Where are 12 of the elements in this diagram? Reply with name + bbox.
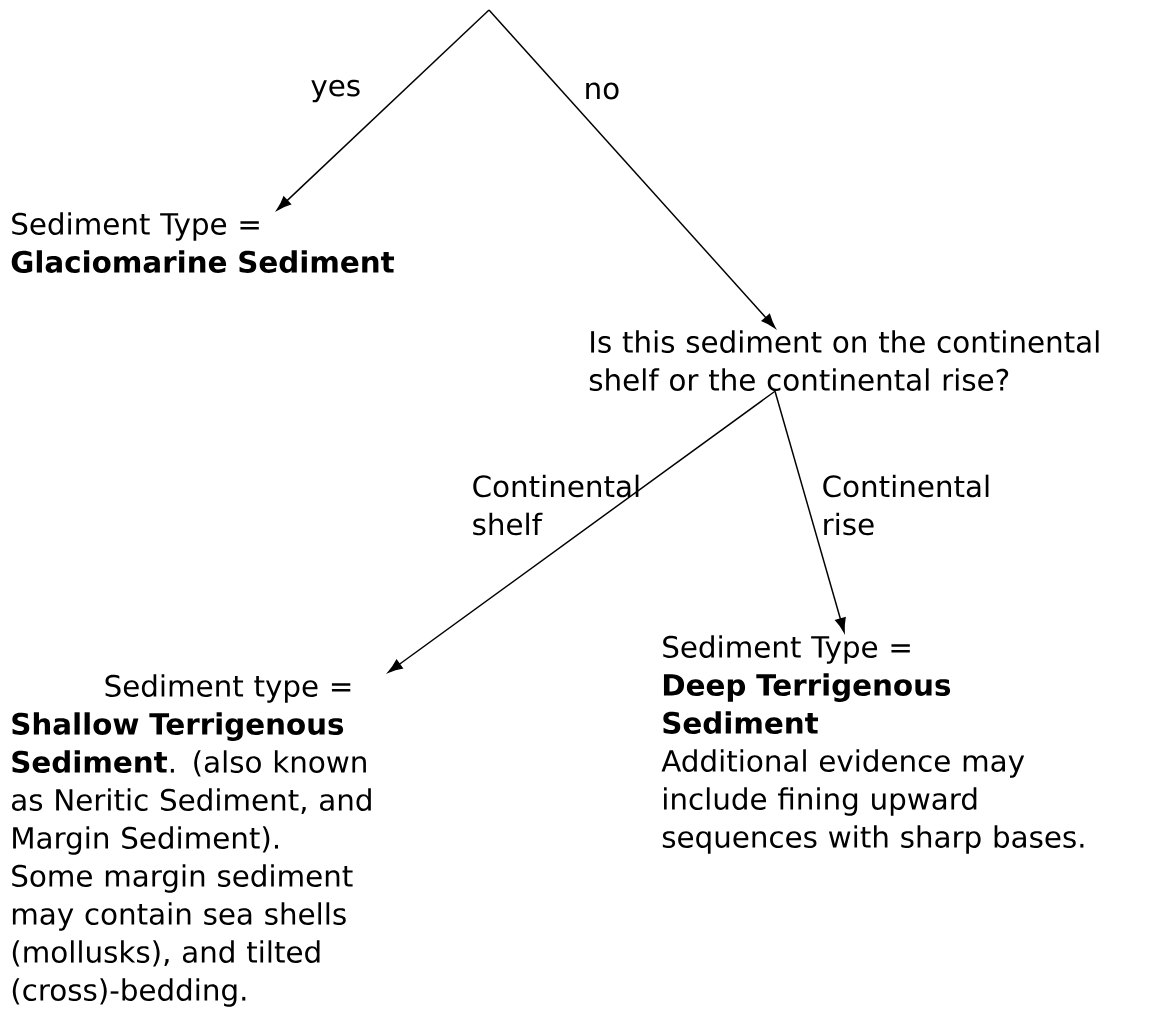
arrow xyxy=(276,9,490,211)
edge-label: Continental shelf xyxy=(473,474,639,536)
question-text: Is this sediment on the continental shelf or the continental rise? xyxy=(589,330,1099,391)
result-text: Sediment type = Shallow Terrigenous Sediment. (also known as Neritic Sediment, and Margin Sediment). Some margin sediment may contain sea shells (mollusks), and tilted (cross)-bedding. xyxy=(12,674,371,1007)
edge-label: yes xyxy=(311,79,360,103)
result-text: Sediment Type = Deep Terrigenous Sediment Additional evidence may include fining upward sequences with sharp bases. xyxy=(661,635,1084,854)
edge-label: Continental rise xyxy=(823,474,989,536)
result-text: Sediment Type = Glaciomarine Sediment xyxy=(11,212,394,273)
arrow xyxy=(774,390,846,633)
arrow xyxy=(387,390,776,673)
arrow xyxy=(488,9,776,329)
edge-label: no xyxy=(586,82,619,100)
